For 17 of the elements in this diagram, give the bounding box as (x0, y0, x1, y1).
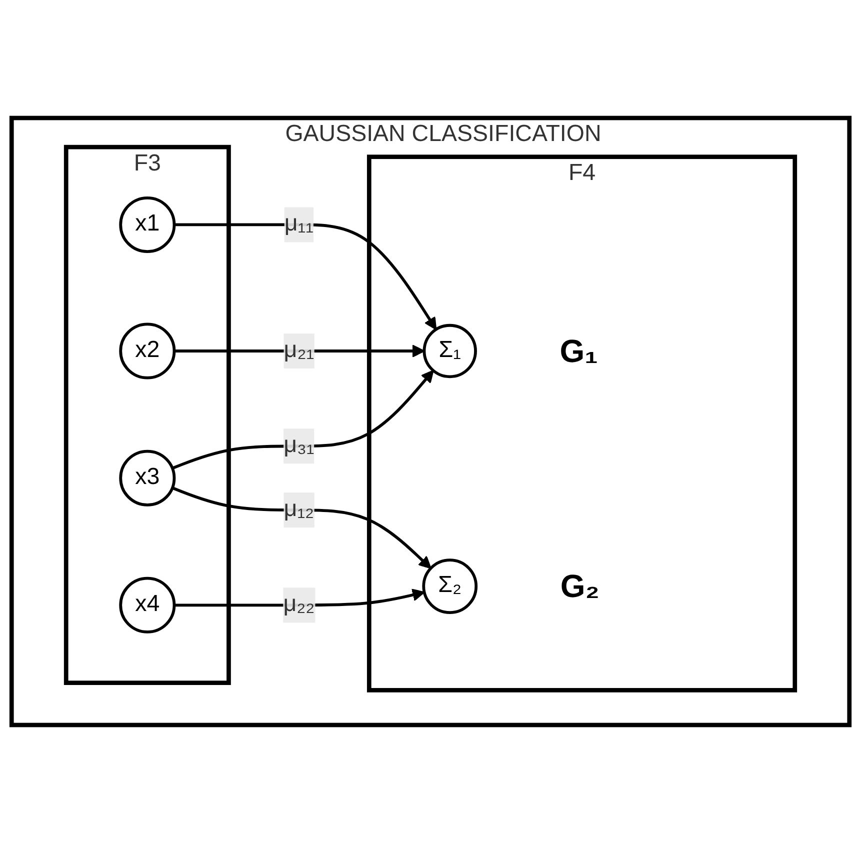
edge-label: μ₂₁ (284, 338, 314, 363)
node-circle: Σ₂ (422, 558, 478, 614)
edge-label: μ₁₂ (284, 496, 314, 522)
node-label: G₁ (560, 332, 598, 370)
node-circle: x3 (119, 450, 176, 506)
node-circle: x4 (119, 576, 176, 634)
node-label: G₂ (560, 568, 600, 604)
node-circle: x1 (119, 196, 176, 253)
edge-label: μ₁₁ (284, 212, 314, 236)
arrow (172, 370, 434, 470)
edge-label: μ₂₂ (283, 592, 315, 617)
arrow (174, 344, 425, 358)
node-circle: x2 (119, 322, 176, 380)
arrow (172, 486, 432, 569)
node-circle: Σ₁ (422, 324, 477, 378)
arrow (174, 223, 437, 330)
edge-label: μ₃₁ (284, 433, 314, 458)
